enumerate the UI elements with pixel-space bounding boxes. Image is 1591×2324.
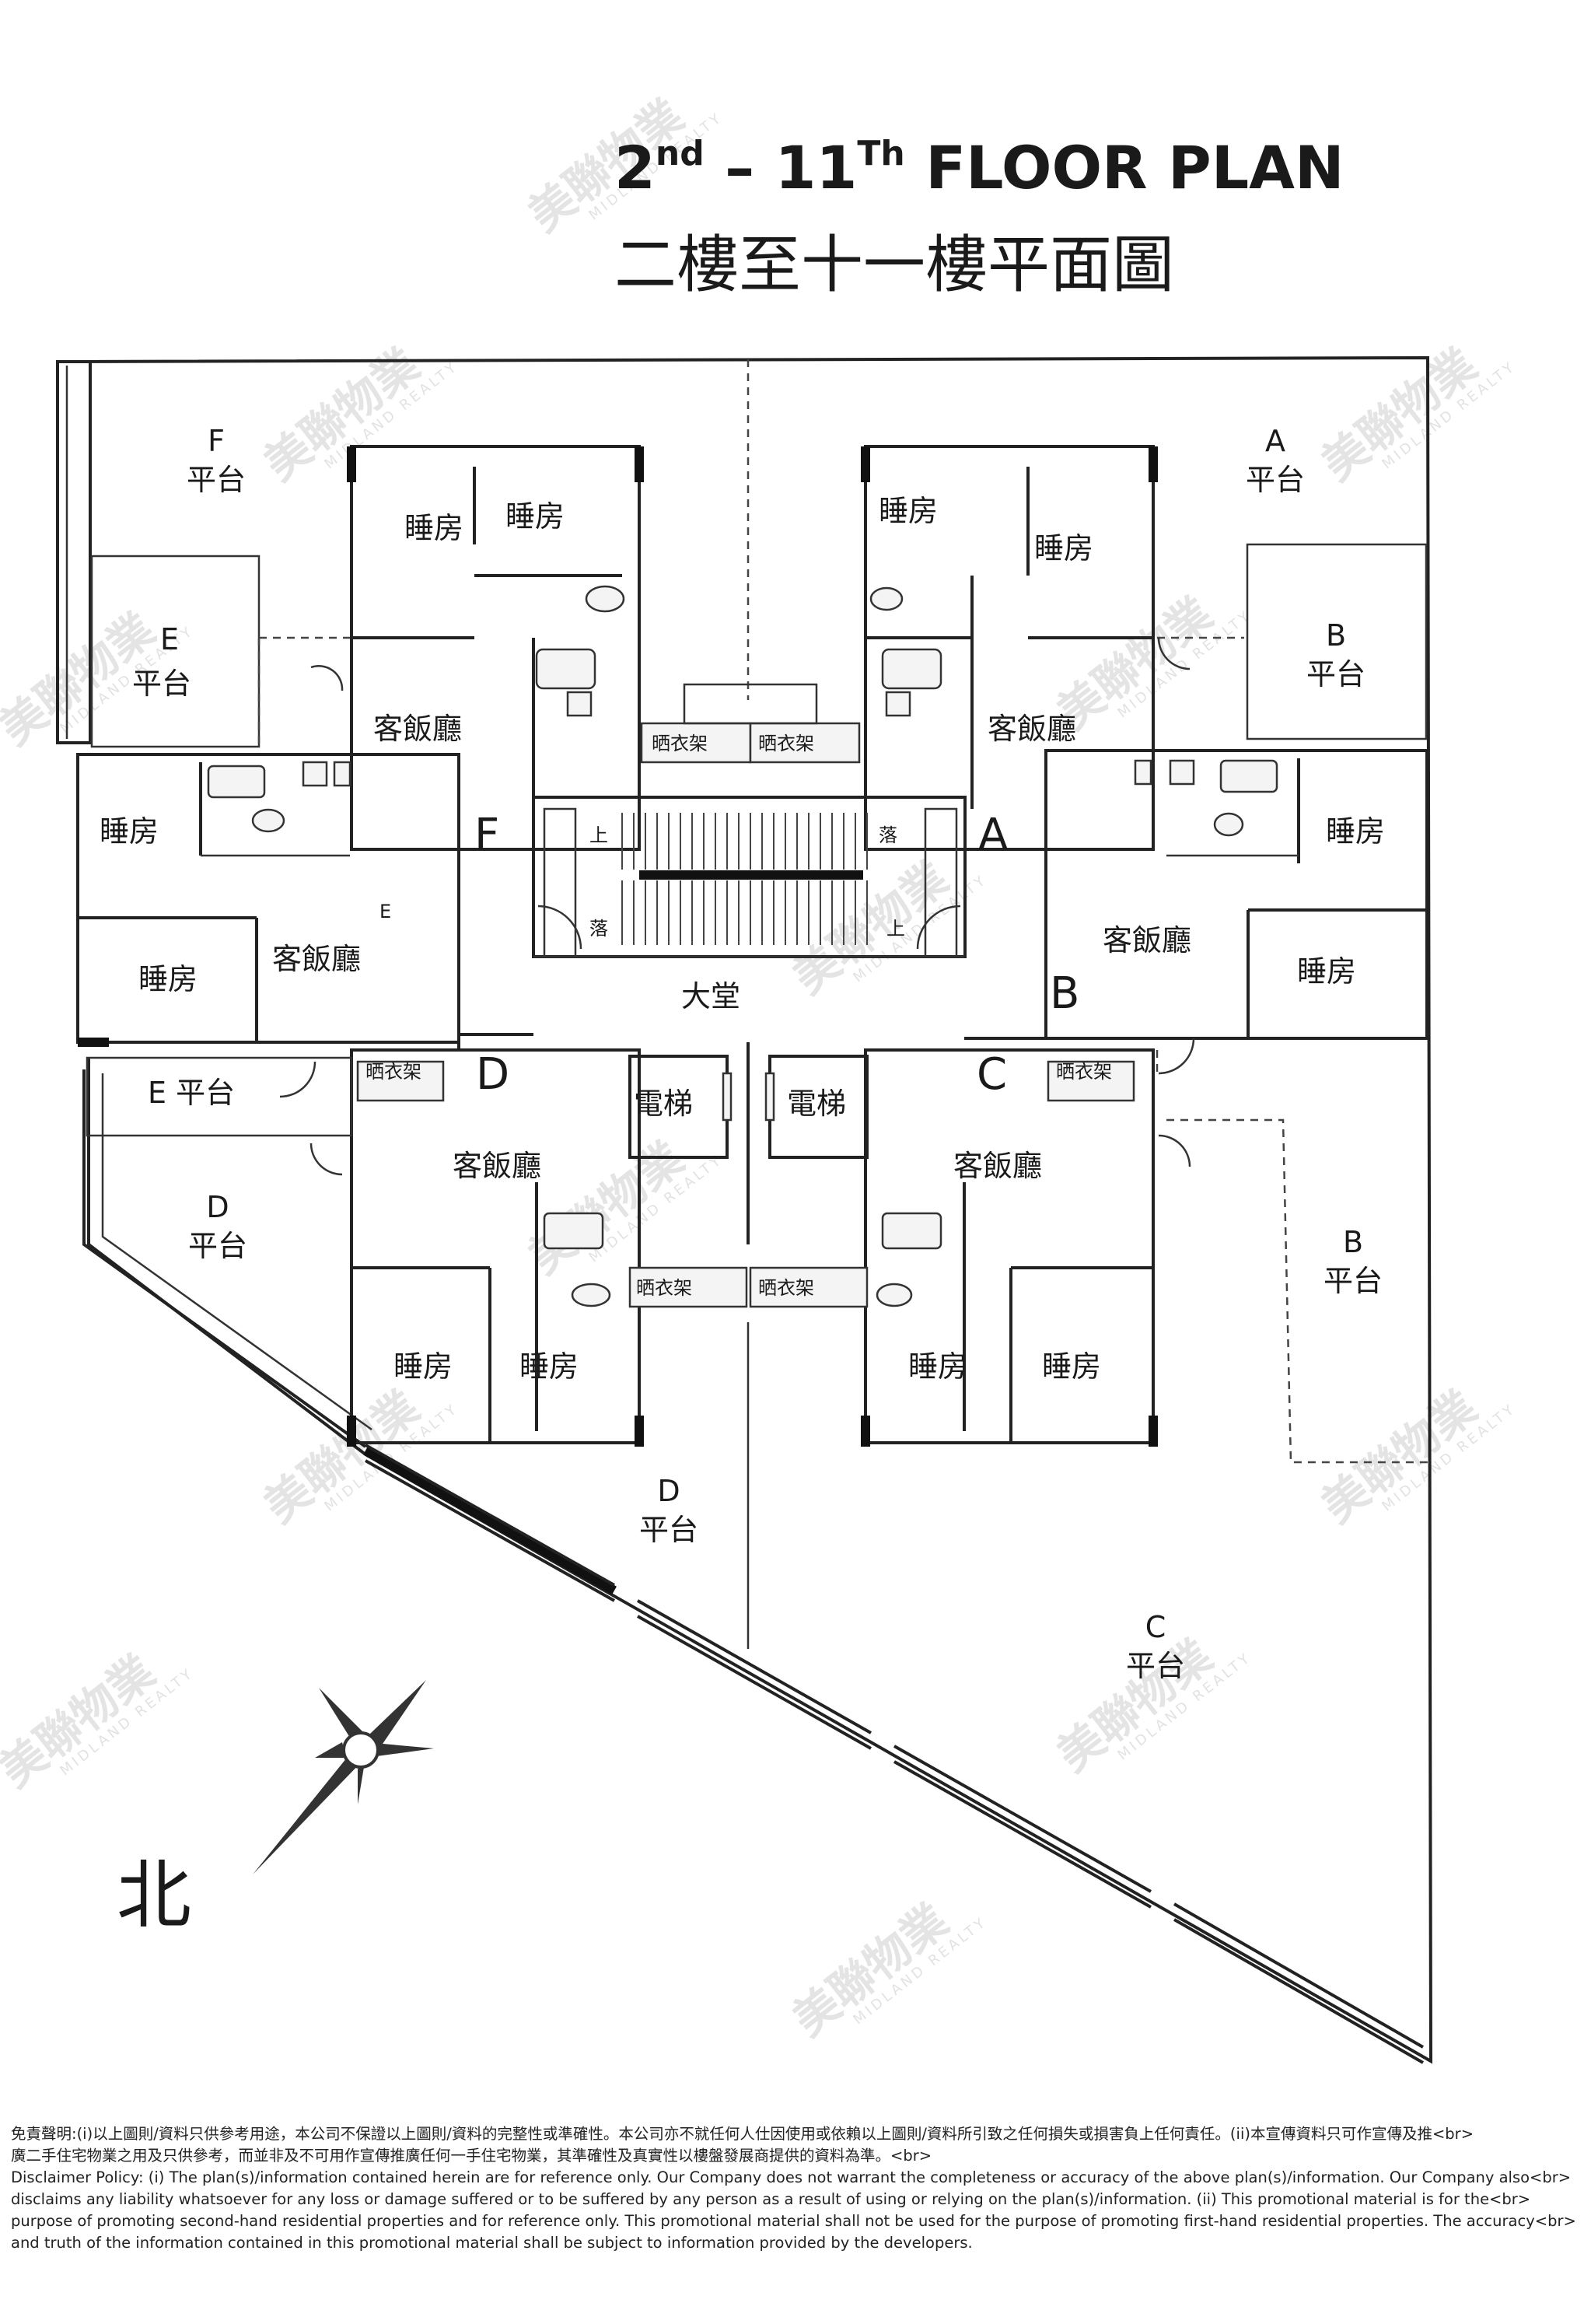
flat-f-upper [347, 445, 644, 851]
closet-2: 晒衣架 [758, 733, 814, 754]
closet-5: 晒衣架 [636, 1277, 692, 1299]
flat-b-unit [1044, 749, 1428, 1040]
flat-b-terraces [1157, 543, 1428, 740]
flat-letter-a: A [978, 810, 1008, 860]
terrace-a-letter: A [1265, 424, 1285, 458]
terrace-d-left-letter: D [206, 1190, 229, 1224]
flat-d-unit [347, 1034, 748, 1447]
flat-a-upper [861, 445, 1158, 851]
title-chinese: 二樓至十一樓平面圖 [614, 229, 1174, 301]
terrace-b-right-letter: B [1343, 1225, 1363, 1259]
terrace-a-label: 平台 [1246, 463, 1305, 497]
terrace-d-bottom-label: 平台 [639, 1513, 698, 1547]
flat-letter-b: B [1050, 968, 1079, 1019]
flat-letter-c: C [977, 1049, 1007, 1100]
terrace-f-letter: F [208, 424, 225, 458]
title-english: 2nd – 11Th FLOOR PLAN [614, 133, 1344, 202]
building-outline [56, 355, 1433, 2064]
bedroom-f-2: 睡房 [505, 499, 565, 534]
bedroom-d-1: 睡房 [393, 1349, 453, 1384]
terrace-b-right-label: 平台 [1324, 1264, 1383, 1298]
disclaimer-line-3: Disclaimer Policy: (i) The plan(s)/infor… [11, 2168, 1572, 2186]
terrace-c-letter: C [1145, 1610, 1166, 1644]
terrace-b-top-letter: B [1326, 618, 1346, 653]
terrace-d-bottom-letter: D [657, 1474, 680, 1508]
terrace-b-top-label: 平台 [1306, 657, 1365, 691]
lift-left: 電梯 [634, 1087, 693, 1121]
bedroom-d-2: 睡房 [519, 1349, 579, 1384]
compass-icon [253, 1680, 434, 1874]
flat-c-unit [749, 1048, 1158, 1447]
terrace-c-label: 平台 [1126, 1649, 1185, 1683]
living-c: 客飯廳 [953, 1149, 1042, 1183]
living-b: 客飯廳 [1103, 923, 1191, 957]
terrace-d-left-label: 平台 [188, 1229, 247, 1263]
bedroom-c-1: 睡房 [908, 1349, 967, 1384]
stair-up-right: 上 [886, 918, 905, 940]
living-d: 客飯廳 [453, 1149, 541, 1183]
north-label: 北 [117, 1852, 191, 1939]
bedroom-e-2: 睡房 [138, 962, 198, 996]
terrace-e-side-label: E 平台 [148, 1076, 235, 1110]
flat-letter-d: D [476, 1049, 509, 1100]
closet-6: 晒衣架 [758, 1277, 814, 1299]
disclaimer-line-2: 廣二手住宅物業之用及只供參考，而並非及不可用作宣傳推廣任何一手住宅物業，其準確性… [11, 2147, 932, 2165]
bedroom-b-1: 睡房 [1326, 814, 1385, 849]
closet-labels: 晒衣架 晒衣架 晒衣架 晒衣架 晒衣架 晒衣架 [365, 733, 1112, 1299]
closet-1: 晒衣架 [652, 733, 708, 754]
terrace-e-top-label: 平台 [132, 667, 191, 701]
living-a: 客飯廳 [988, 712, 1076, 746]
flat-e-unit [76, 753, 460, 1047]
flat-letters: A B C D E F [379, 810, 1079, 1100]
disclaimer-line-5: purpose of promoting second-hand residen… [11, 2212, 1576, 2230]
terrace-labels: F 平台 A 平台 E 平台 B 平台 E 平台 D 平台 B 平台 D 平台 … [132, 424, 1383, 1683]
living-f: 客飯廳 [373, 712, 462, 746]
living-e: 客飯廳 [272, 942, 361, 976]
terrace-f-label: 平台 [187, 463, 246, 497]
closet-3: 晒衣架 [365, 1061, 421, 1083]
flat-e-terrace-side [86, 1056, 353, 1176]
bedroom-c-2: 睡房 [1042, 1349, 1101, 1384]
stair-down-left: 落 [589, 918, 608, 940]
closet-4: 晒衣架 [1056, 1061, 1112, 1083]
disclaimer-line-4: disclaims any liability whatsoever for a… [11, 2190, 1531, 2208]
disclaimer-block: 免責聲明:(i)以上圖則/資料只供參考用途，本公司不保證以上圖則/資料的完整性或… [11, 2123, 1580, 2254]
room-labels: 睡房 睡房 客飯廳 睡房 睡房 客飯廳 睡房 睡房 客飯廳 睡房 睡房 客飯廳 … [100, 494, 1385, 1384]
stair-up-left: 上 [589, 824, 608, 846]
bedroom-f-1: 睡房 [404, 511, 463, 545]
lobby-area [457, 863, 1047, 1244]
lift-right: 電梯 [787, 1087, 846, 1121]
flat-e-terraces [90, 555, 350, 748]
terrace-e-top-letter: E [160, 622, 179, 656]
disclaimer-line-6: and truth of the information contained i… [11, 2234, 973, 2252]
core-stairs [532, 683, 967, 958]
lobby-label: 大堂 [681, 979, 740, 1013]
flat-letter-f: F [474, 810, 499, 860]
bedroom-b-2: 睡房 [1297, 954, 1356, 989]
bedroom-e-1: 睡房 [100, 814, 159, 849]
stair-down-right: 落 [879, 824, 897, 846]
flat-b-terrace-right [1156, 1038, 1428, 1464]
bedroom-a-2: 睡房 [1034, 531, 1093, 565]
flat-letter-e: E [379, 901, 391, 922]
disclaimer-line-1: 免責聲明:(i)以上圖則/資料只供參考用途，本公司不保證以上圖則/資料的完整性或… [11, 2125, 1474, 2143]
bedroom-a-1: 睡房 [879, 494, 938, 528]
